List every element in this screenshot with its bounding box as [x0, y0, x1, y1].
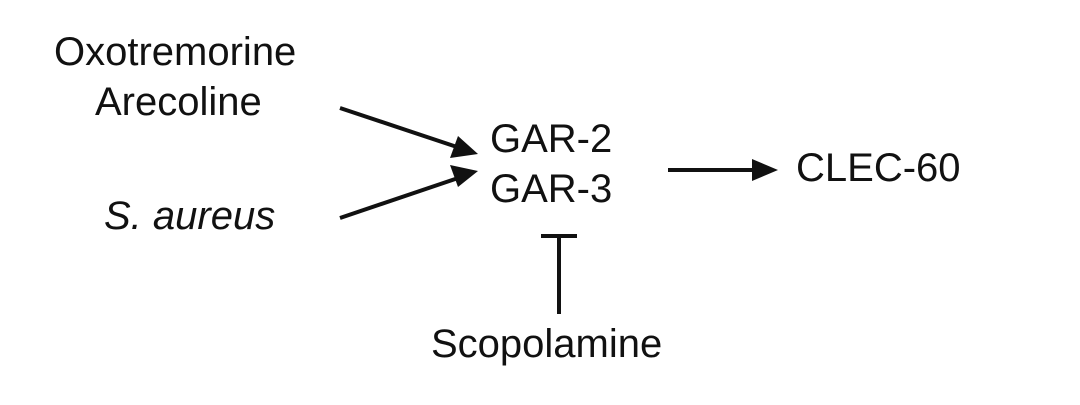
- arrow-receptors-to-clec-60: [668, 159, 778, 181]
- label-gar-2: GAR-2: [490, 117, 613, 161]
- label-gar-3: GAR-3: [490, 167, 613, 211]
- label-arecoline: Arecoline: [95, 80, 262, 124]
- label-scopolamine: Scopolamine: [431, 322, 663, 366]
- label-s-aureus: S. aureus: [104, 194, 276, 238]
- arrow-agonists-to-receptors: [339, 106, 478, 158]
- arrow-s-aureus-to-receptors: [339, 165, 478, 220]
- label-clec-60: CLEC-60: [796, 146, 961, 190]
- inhibition-scopolamine-to-receptors: [541, 234, 577, 314]
- label-oxotremorine: Oxotremorine: [54, 30, 297, 74]
